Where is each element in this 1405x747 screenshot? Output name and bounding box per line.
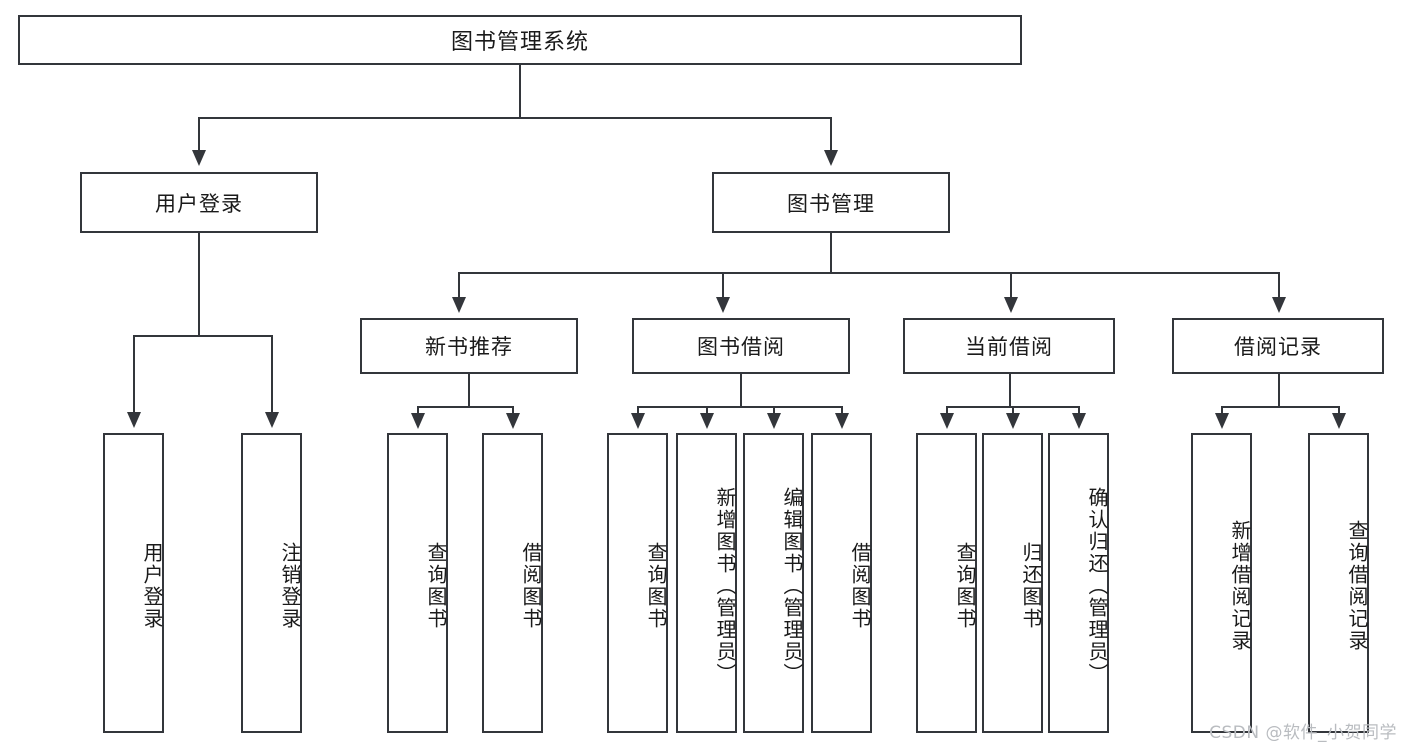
leaf-current-borrow-confirm-admin[interactable]: 确认归还（管理员） bbox=[1048, 433, 1109, 733]
edge-borrow-record-drop-1 bbox=[1221, 406, 1223, 418]
edge-current-borrow-drop-3 bbox=[1078, 406, 1080, 418]
node-root-library-system[interactable]: 图书管理系统 bbox=[18, 15, 1022, 65]
edge-borrow-record-stem bbox=[1278, 374, 1280, 406]
arrow-book-borrow-leaf-3 bbox=[767, 413, 781, 429]
edge-user-login-bus bbox=[133, 335, 273, 337]
edge-book-borrow-drop-2 bbox=[706, 406, 708, 418]
edge-new-book-bus bbox=[417, 406, 513, 408]
edge-root-to-user-login bbox=[198, 117, 200, 153]
node-book-management[interactable]: 图书管理 bbox=[712, 172, 950, 233]
arrow-book-mgmt-child-4 bbox=[1272, 297, 1286, 313]
edge-book-mgmt-drop-1 bbox=[458, 272, 460, 300]
leaf-current-borrow-return[interactable]: 归还图书 bbox=[982, 433, 1043, 733]
edge-current-borrow-drop-1 bbox=[946, 406, 948, 418]
edge-current-borrow-drop-2 bbox=[1012, 406, 1014, 418]
leaf-book-borrow-edit-admin[interactable]: 编辑图书（管理员） bbox=[743, 433, 804, 733]
node-user-login[interactable]: 用户登录 bbox=[80, 172, 318, 233]
arrow-user-login-leaf-2 bbox=[265, 412, 279, 428]
leaf-user-login-login[interactable]: 用户登录 bbox=[103, 433, 164, 733]
edge-book-borrow-drop-3 bbox=[773, 406, 775, 418]
arrow-book-borrow-leaf-4 bbox=[835, 413, 849, 429]
leaf-borrow-record-add[interactable]: 新增借阅记录 bbox=[1191, 433, 1252, 733]
edge-current-borrow-stem bbox=[1009, 374, 1011, 406]
edge-new-book-stem bbox=[468, 374, 470, 406]
arrow-borrow-record-leaf-1 bbox=[1215, 413, 1229, 429]
arrow-root-to-user-login bbox=[192, 150, 206, 166]
node-borrow-record[interactable]: 借阅记录 bbox=[1172, 318, 1384, 374]
node-new-book-recommend[interactable]: 新书推荐 bbox=[360, 318, 578, 374]
leaf-borrow-record-query[interactable]: 查询借阅记录 bbox=[1308, 433, 1369, 733]
leaf-book-borrow-add-admin[interactable]: 新增图书（管理员） bbox=[676, 433, 737, 733]
leaf-book-borrow-query[interactable]: 查询图书 bbox=[607, 433, 668, 733]
leaf-new-book-borrow[interactable]: 借阅图书 bbox=[482, 433, 543, 733]
node-current-borrow[interactable]: 当前借阅 bbox=[903, 318, 1115, 374]
arrow-current-borrow-leaf-1 bbox=[940, 413, 954, 429]
edge-user-login-stem bbox=[198, 233, 200, 335]
arrow-book-borrow-leaf-1 bbox=[631, 413, 645, 429]
arrow-new-book-leaf-2 bbox=[506, 413, 520, 429]
watermark-text: CSDN @软件_小贺同学 bbox=[1209, 723, 1397, 743]
leaf-new-book-query[interactable]: 查询图书 bbox=[387, 433, 448, 733]
edge-new-book-drop-2 bbox=[512, 406, 514, 418]
edge-root-to-book-mgmt bbox=[830, 117, 832, 153]
arrow-book-mgmt-child-2 bbox=[716, 297, 730, 313]
edge-book-borrow-bus bbox=[637, 406, 843, 408]
edge-root-stem bbox=[519, 65, 521, 117]
arrow-book-borrow-leaf-2 bbox=[700, 413, 714, 429]
edge-book-mgmt-stem bbox=[830, 233, 832, 272]
edge-book-mgmt-drop-3 bbox=[1010, 272, 1012, 300]
arrow-current-borrow-leaf-3 bbox=[1072, 413, 1086, 429]
arrow-book-mgmt-child-1 bbox=[452, 297, 466, 313]
edge-borrow-record-bus bbox=[1221, 406, 1339, 408]
edge-borrow-record-drop-2 bbox=[1338, 406, 1340, 418]
edge-user-login-drop-2 bbox=[271, 335, 273, 415]
edge-book-borrow-drop-4 bbox=[841, 406, 843, 418]
edge-book-borrow-drop-1 bbox=[637, 406, 639, 418]
arrow-new-book-leaf-1 bbox=[411, 413, 425, 429]
leaf-current-borrow-query[interactable]: 查询图书 bbox=[916, 433, 977, 733]
node-book-borrow[interactable]: 图书借阅 bbox=[632, 318, 850, 374]
edge-new-book-drop-1 bbox=[417, 406, 419, 418]
edge-book-mgmt-drop-4 bbox=[1278, 272, 1280, 300]
edge-book-mgmt-drop-2 bbox=[722, 272, 724, 300]
edge-book-borrow-stem bbox=[740, 374, 742, 406]
leaf-user-login-logout[interactable]: 注销登录 bbox=[241, 433, 302, 733]
arrow-current-borrow-leaf-2 bbox=[1006, 413, 1020, 429]
arrow-root-to-book-mgmt bbox=[824, 150, 838, 166]
edge-book-mgmt-bus bbox=[458, 272, 1280, 274]
arrow-borrow-record-leaf-2 bbox=[1332, 413, 1346, 429]
leaf-book-borrow-borrow[interactable]: 借阅图书 bbox=[811, 433, 872, 733]
arrow-book-mgmt-child-3 bbox=[1004, 297, 1018, 313]
edge-root-bus bbox=[198, 117, 832, 119]
edge-user-login-drop-1 bbox=[133, 335, 135, 415]
arrow-user-login-leaf-1 bbox=[127, 412, 141, 428]
